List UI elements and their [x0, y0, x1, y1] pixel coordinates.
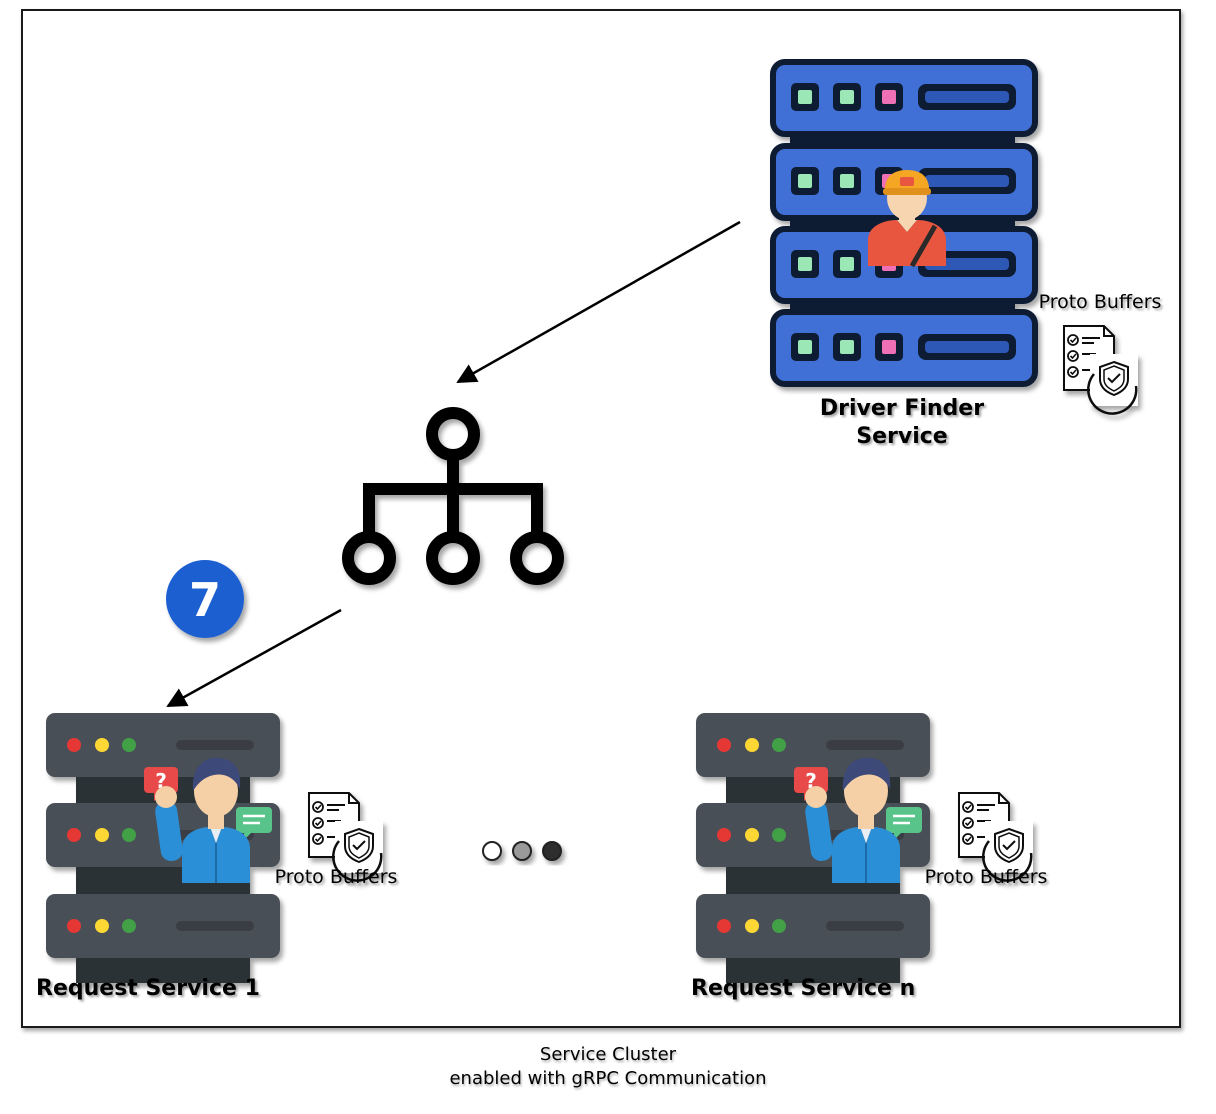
- hub-network-icon: [342, 407, 564, 585]
- driver-finder-server-icon: [773, 62, 1035, 384]
- arrow-hub-to-request-1: [166, 608, 342, 708]
- driver-finder-service-label: Driver Finder Service: [819, 396, 985, 449]
- step-number-text: 7: [189, 573, 221, 627]
- proto-buffers-driver-icon: [1062, 324, 1140, 415]
- request-service-1-server-icon: [46, 713, 280, 983]
- request-service-n-server-icon: [696, 713, 930, 983]
- proto-buffers-request-n-label: Proto Buffers: [924, 866, 1048, 888]
- ellipsis-more-services-icon: [482, 841, 562, 861]
- driver-person-icon: [868, 170, 946, 268]
- request-service-1-label: Request Service 1: [36, 976, 260, 1001]
- request-service-n-label: Request Service n: [691, 976, 916, 1001]
- proto-buffers-request-1-label: Proto Buffers: [274, 866, 398, 888]
- caption-title: Service Cluster: [539, 1044, 677, 1065]
- arrow-driver-to-hub: [456, 220, 741, 384]
- caption-subtitle: enabled with gRPC Communication: [449, 1068, 767, 1089]
- step-number-badge: 7: [166, 560, 244, 638]
- proto-buffers-driver-label: Proto Buffers: [1038, 291, 1162, 313]
